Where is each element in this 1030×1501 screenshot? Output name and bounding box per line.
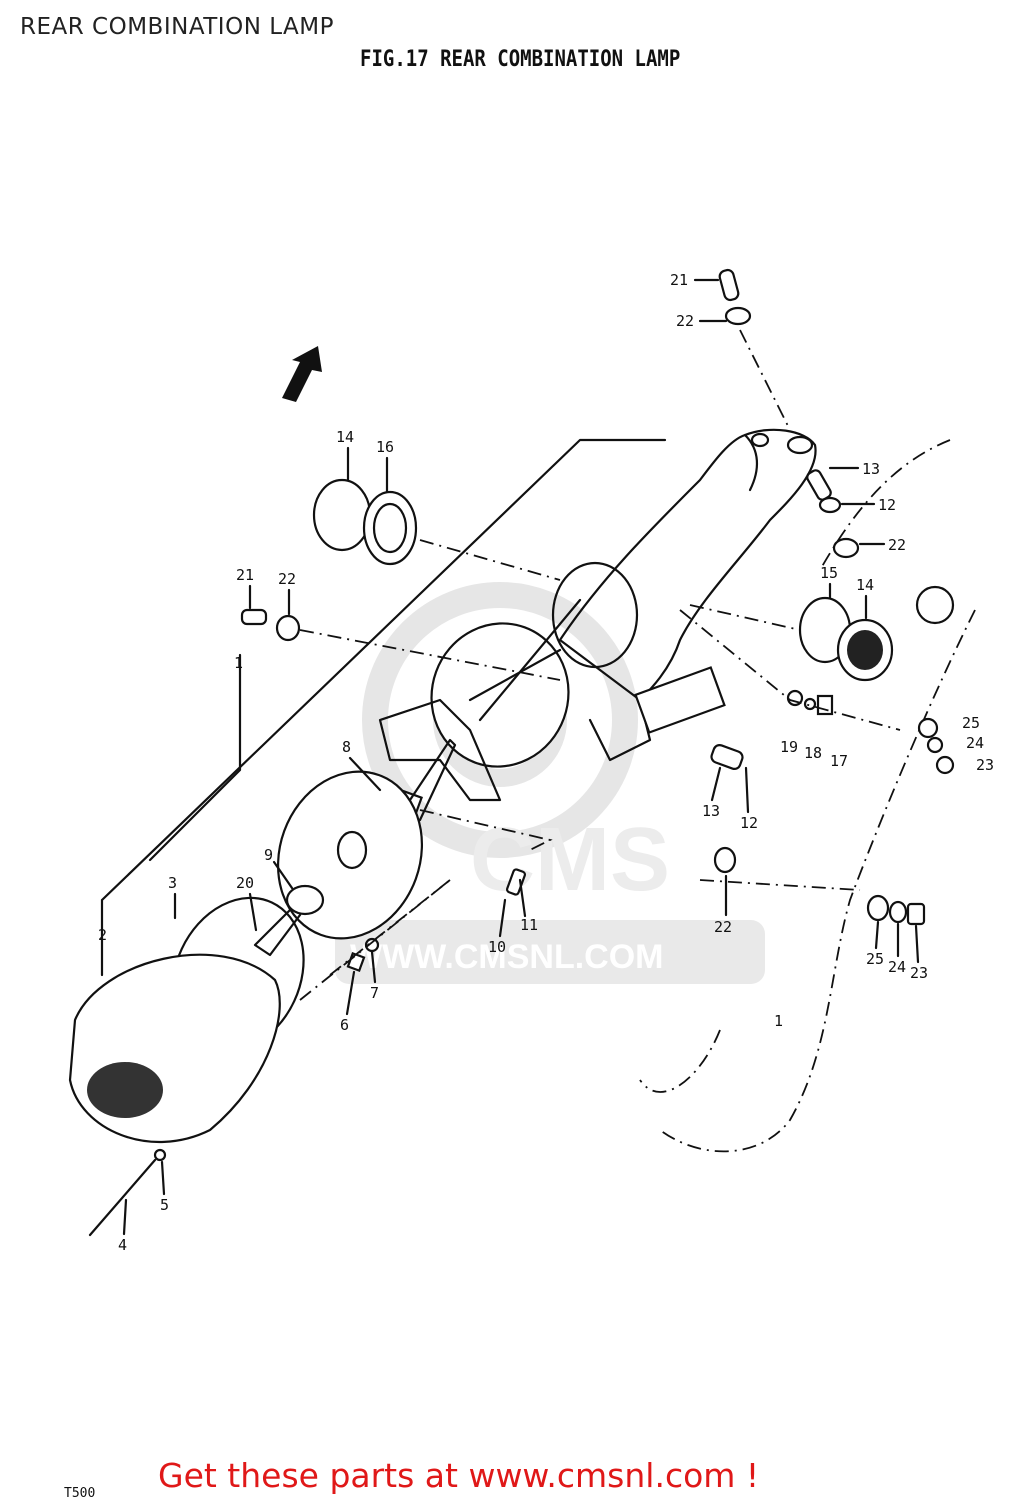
part-label-25: 25	[866, 950, 884, 968]
part-label-20: 20	[236, 874, 254, 892]
part-label-14: 14	[856, 576, 874, 594]
fender-outline	[659, 609, 976, 1153]
label-tick	[744, 766, 750, 814]
lens-screw	[88, 1148, 167, 1237]
part-label-22: 22	[278, 570, 296, 588]
lamp-base-plate	[378, 598, 582, 802]
part-label-5: 5	[160, 1196, 169, 1214]
figure-title: FIG.17 REAR COMBINATION LAMP	[360, 46, 681, 72]
lamp-bracket	[551, 428, 817, 762]
label-tick	[345, 970, 356, 1016]
label-tick	[498, 898, 507, 938]
part-label-22: 22	[888, 536, 906, 554]
part-label-19: 19	[780, 738, 798, 756]
part-label-21: 21	[670, 271, 688, 289]
part-label-14: 14	[336, 428, 354, 446]
label-tick	[348, 756, 382, 792]
part-label-15: 15	[820, 564, 838, 582]
leader-8	[419, 809, 553, 851]
label-tick	[160, 1160, 166, 1196]
part-label-1: 1	[774, 1012, 783, 1030]
part-label-13: 13	[862, 460, 880, 478]
label-tick	[370, 950, 377, 984]
leader-17	[679, 609, 901, 731]
front-arrow-icon	[282, 346, 322, 402]
model-code: T500	[64, 1486, 96, 1501]
part-label-8: 8	[342, 738, 351, 756]
assembly-outline-2	[148, 653, 242, 862]
part-label-23: 23	[910, 964, 928, 982]
label-tick	[710, 766, 722, 802]
leader-21	[299, 629, 561, 681]
label-tick	[248, 892, 258, 932]
part-label-2: 2	[98, 926, 107, 944]
leader-15	[689, 604, 801, 631]
part-label-21: 21	[236, 566, 254, 584]
watermark-url: WWW.CMSNL.COM	[350, 938, 664, 976]
part-label-18: 18	[804, 744, 822, 762]
label-tick	[914, 924, 920, 964]
part-label-1: 1	[234, 654, 243, 672]
label-tick	[122, 1198, 128, 1236]
turn-signal-right	[798, 596, 894, 682]
part-label-24: 24	[888, 958, 906, 976]
label-tick	[272, 860, 294, 890]
part-label-12: 12	[740, 814, 758, 832]
part-label-12: 12	[878, 496, 896, 514]
fender-inner	[639, 1029, 721, 1093]
leader-22-top	[739, 329, 791, 431]
assembly-outline	[100, 438, 667, 977]
label-tick	[874, 920, 880, 950]
part-label-9: 9	[264, 846, 273, 864]
part-label-16: 16	[376, 438, 394, 456]
part-label-24: 24	[966, 734, 984, 752]
leader-6	[329, 879, 451, 976]
part-label-23: 23	[976, 756, 994, 774]
part-label-22: 22	[676, 312, 694, 330]
part-label-13: 13	[702, 802, 720, 820]
leader-16	[419, 539, 561, 581]
fasteners	[240, 268, 955, 973]
part-label-3: 3	[168, 874, 177, 892]
bulb	[253, 884, 325, 957]
part-label-6: 6	[340, 1016, 349, 1034]
part-label-25: 25	[962, 714, 980, 732]
label-tick	[518, 878, 527, 918]
part-label-10: 10	[488, 938, 506, 956]
part-label-17: 17	[830, 752, 848, 770]
watermark-logo-text: CMS	[470, 810, 670, 910]
page-title: REAR COMBINATION LAMP	[20, 14, 335, 40]
leader-25	[699, 879, 861, 891]
part-label-4: 4	[118, 1236, 127, 1254]
turn-signal-left	[312, 478, 418, 566]
lamp-lens	[68, 896, 305, 1144]
part-label-11: 11	[520, 916, 538, 934]
watermark-logo-graphic	[335, 582, 765, 984]
part-label-7: 7	[370, 984, 379, 1002]
part-label-22: 22	[714, 918, 732, 936]
footer-link-text[interactable]: Get these parts at www.cmsnl.com !	[158, 1456, 760, 1495]
